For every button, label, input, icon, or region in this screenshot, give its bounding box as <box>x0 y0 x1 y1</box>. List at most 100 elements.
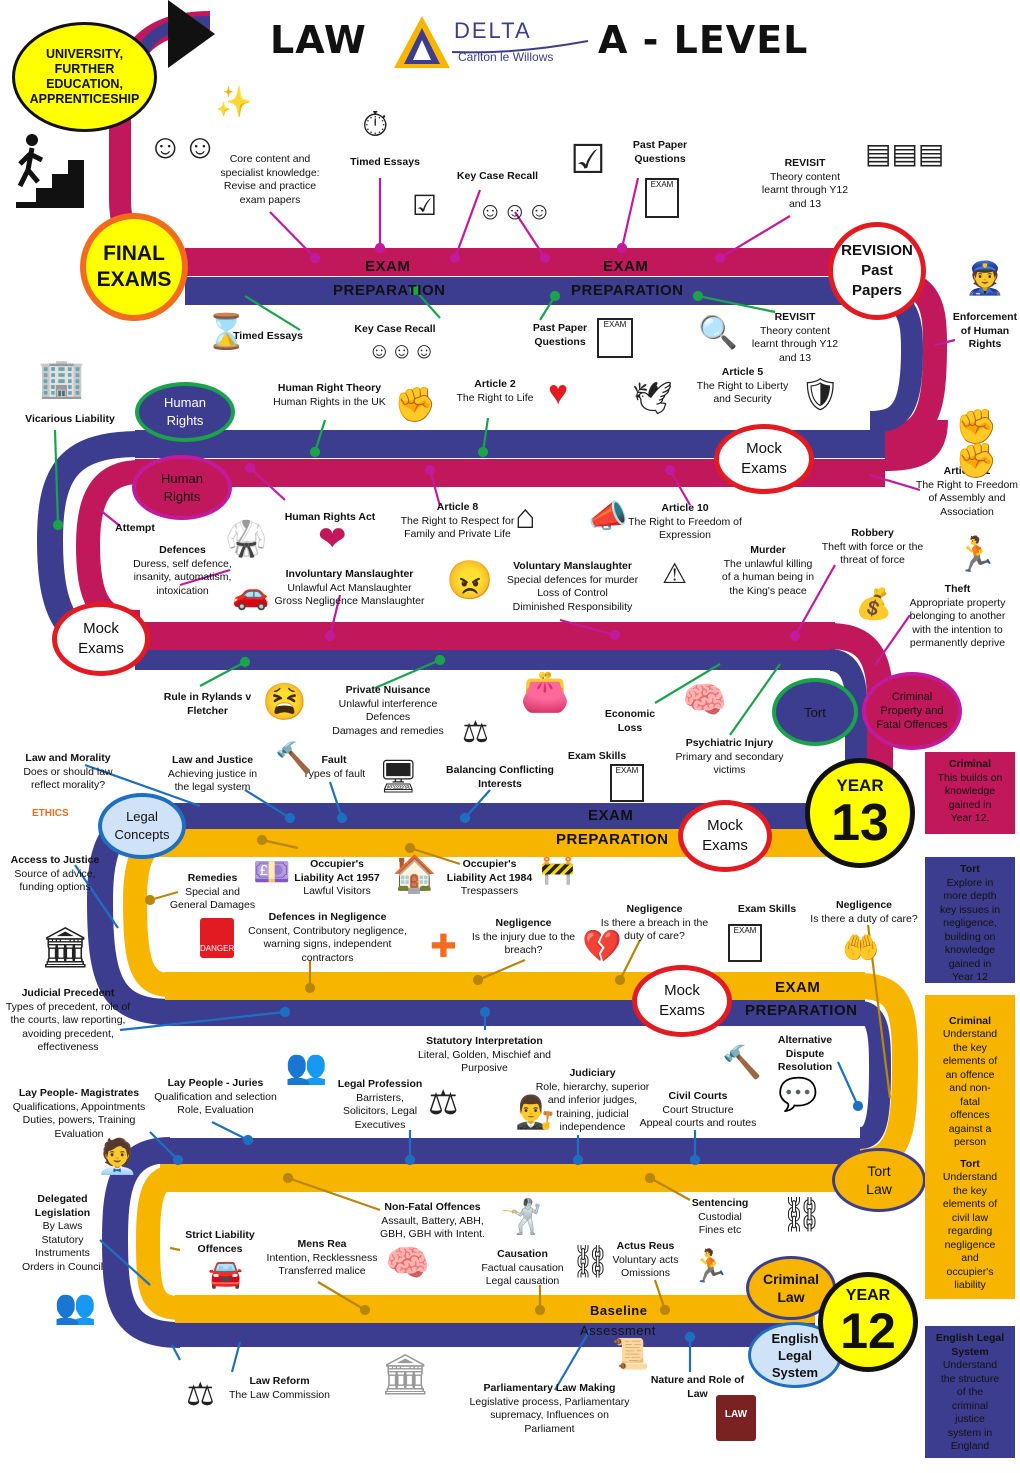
fight-icon: 🤺 <box>500 1198 543 1236</box>
family-home-icon: ⌂ <box>515 498 536 536</box>
topic-past-paper-2: Past Paper Questions <box>532 322 588 348</box>
brain-head-icon-2: 🧠 <box>385 1242 430 1283</box>
brain-head-icon: 🧠 <box>682 679 727 720</box>
topic-attempt: Attempt <box>115 522 155 534</box>
topic-nature-role-of-law: Nature and Role of Law <box>650 1374 745 1400</box>
jury-icon: 👥 <box>285 1048 328 1086</box>
climbing-stairs-icon <box>16 134 84 208</box>
human-rights-green: Human Rights <box>135 382 235 442</box>
band-prep-1: PREPARATION <box>333 282 446 299</box>
angry-person-icon: 😠 <box>446 560 494 602</box>
topic-adr: Alternative Dispute Resolution <box>777 1034 833 1073</box>
exam-paper-icon-4: EXAM <box>728 924 762 962</box>
certificate-icon: 📜 <box>612 1338 650 1371</box>
wallet-money-icon: 👛 <box>520 670 570 714</box>
heart-person-icon: ♥ <box>548 374 569 412</box>
logo-name: DELTA <box>454 18 532 43</box>
band-exam-3: EXAM <box>588 807 634 824</box>
topic-exam-skills-2: Exam Skills <box>737 903 797 915</box>
books-icon: ▤▤▤ <box>865 138 945 169</box>
topic-past-paper-1: Past Paper Questions <box>632 139 688 165</box>
mock-exams-3: Mock Exams <box>678 800 772 872</box>
shield-lock-icon: 🛡 <box>800 376 841 412</box>
magistrate-desk-icon: 🧑‍💼 <box>96 1138 139 1176</box>
year-12-number: 12 <box>840 1303 896 1359</box>
topic-timed-essays-2: Timed Essays <box>233 330 303 342</box>
discussion-faces-icon: ☺☺☺ <box>368 338 436 363</box>
party-popper-icon: ✨ <box>215 86 253 119</box>
exam-paper-icon-2: EXAM <box>597 318 633 358</box>
final-exams-milestone: FINAL EXAMS <box>80 213 188 321</box>
hourglass-icon: ⌛ <box>205 313 248 351</box>
year-12-label: YEAR <box>845 1287 891 1304</box>
crime-scene-icon: ⚠ <box>662 558 688 589</box>
law-reform-icon: ⚖ <box>186 1376 215 1412</box>
revision-milestone: REVISION Past Papers <box>828 222 926 320</box>
danger-sign-icon: DANGER <box>200 918 234 958</box>
running-thief-icon: 🏃 <box>955 536 998 574</box>
human-rights-magenta: Human Rights <box>132 455 232 520</box>
raised-fists-icon: ✊ <box>394 386 437 424</box>
martial-arts-icon: 🥋 <box>225 520 268 558</box>
office-workers-icon: 🏢 <box>38 358 86 400</box>
year-13-badge: YEAR 13 <box>805 758 915 868</box>
checklist-icon: ☑ <box>412 190 438 221</box>
topic-human-rights-act: Human Rights Act <box>284 511 376 523</box>
robber-icon: 💰 <box>855 588 893 621</box>
celebrating-people-icon: ☺☺ <box>148 128 218 166</box>
band-prep-3: PREPARATION <box>556 831 669 848</box>
topic-core-content: Core content and specialist knowledge: R… <box>220 153 320 206</box>
topic-vicarious-liability: Vicarious Liability <box>25 413 115 425</box>
tort-y13: Tort <box>772 678 858 746</box>
document-magnifier-icon: 🔍 <box>698 314 738 350</box>
band-assessment: Assessment <box>580 1323 656 1338</box>
family-house-icon: 🏠 <box>392 853 437 894</box>
tort-law-milestone: Tort Law <box>832 1148 926 1212</box>
law-title: LAW <box>270 18 367 62</box>
prisoner-icon: ⛓ <box>780 1196 824 1234</box>
heart-in-hands-icon: 🤲 <box>842 932 880 965</box>
english-legal-system-milestone: English Legal System <box>748 1322 842 1388</box>
broken-monitor-icon: 🖥 <box>378 758 419 794</box>
topic-key-case-recall-2: Key Case Recall <box>354 323 436 335</box>
a-level-title: A - LEVEL <box>598 18 809 62</box>
logo-subtitle: Carlton le Willows <box>458 50 554 64</box>
parliament-icon: 🏛 <box>380 1353 431 1397</box>
mediation-icon: 💬 <box>778 1076 818 1112</box>
speeding-car-icon: 🚘 <box>208 1258 243 1289</box>
band-exam-1: EXAM <box>365 258 411 275</box>
year-13-label: YEAR <box>836 776 884 795</box>
car-crash-icon: 🚗 <box>232 578 270 611</box>
stopwatch-icon: ⏱ <box>362 106 389 144</box>
chain-links-icon: ⛓ <box>570 1243 611 1279</box>
gavel-icon-2: 🔨 <box>722 1044 762 1080</box>
